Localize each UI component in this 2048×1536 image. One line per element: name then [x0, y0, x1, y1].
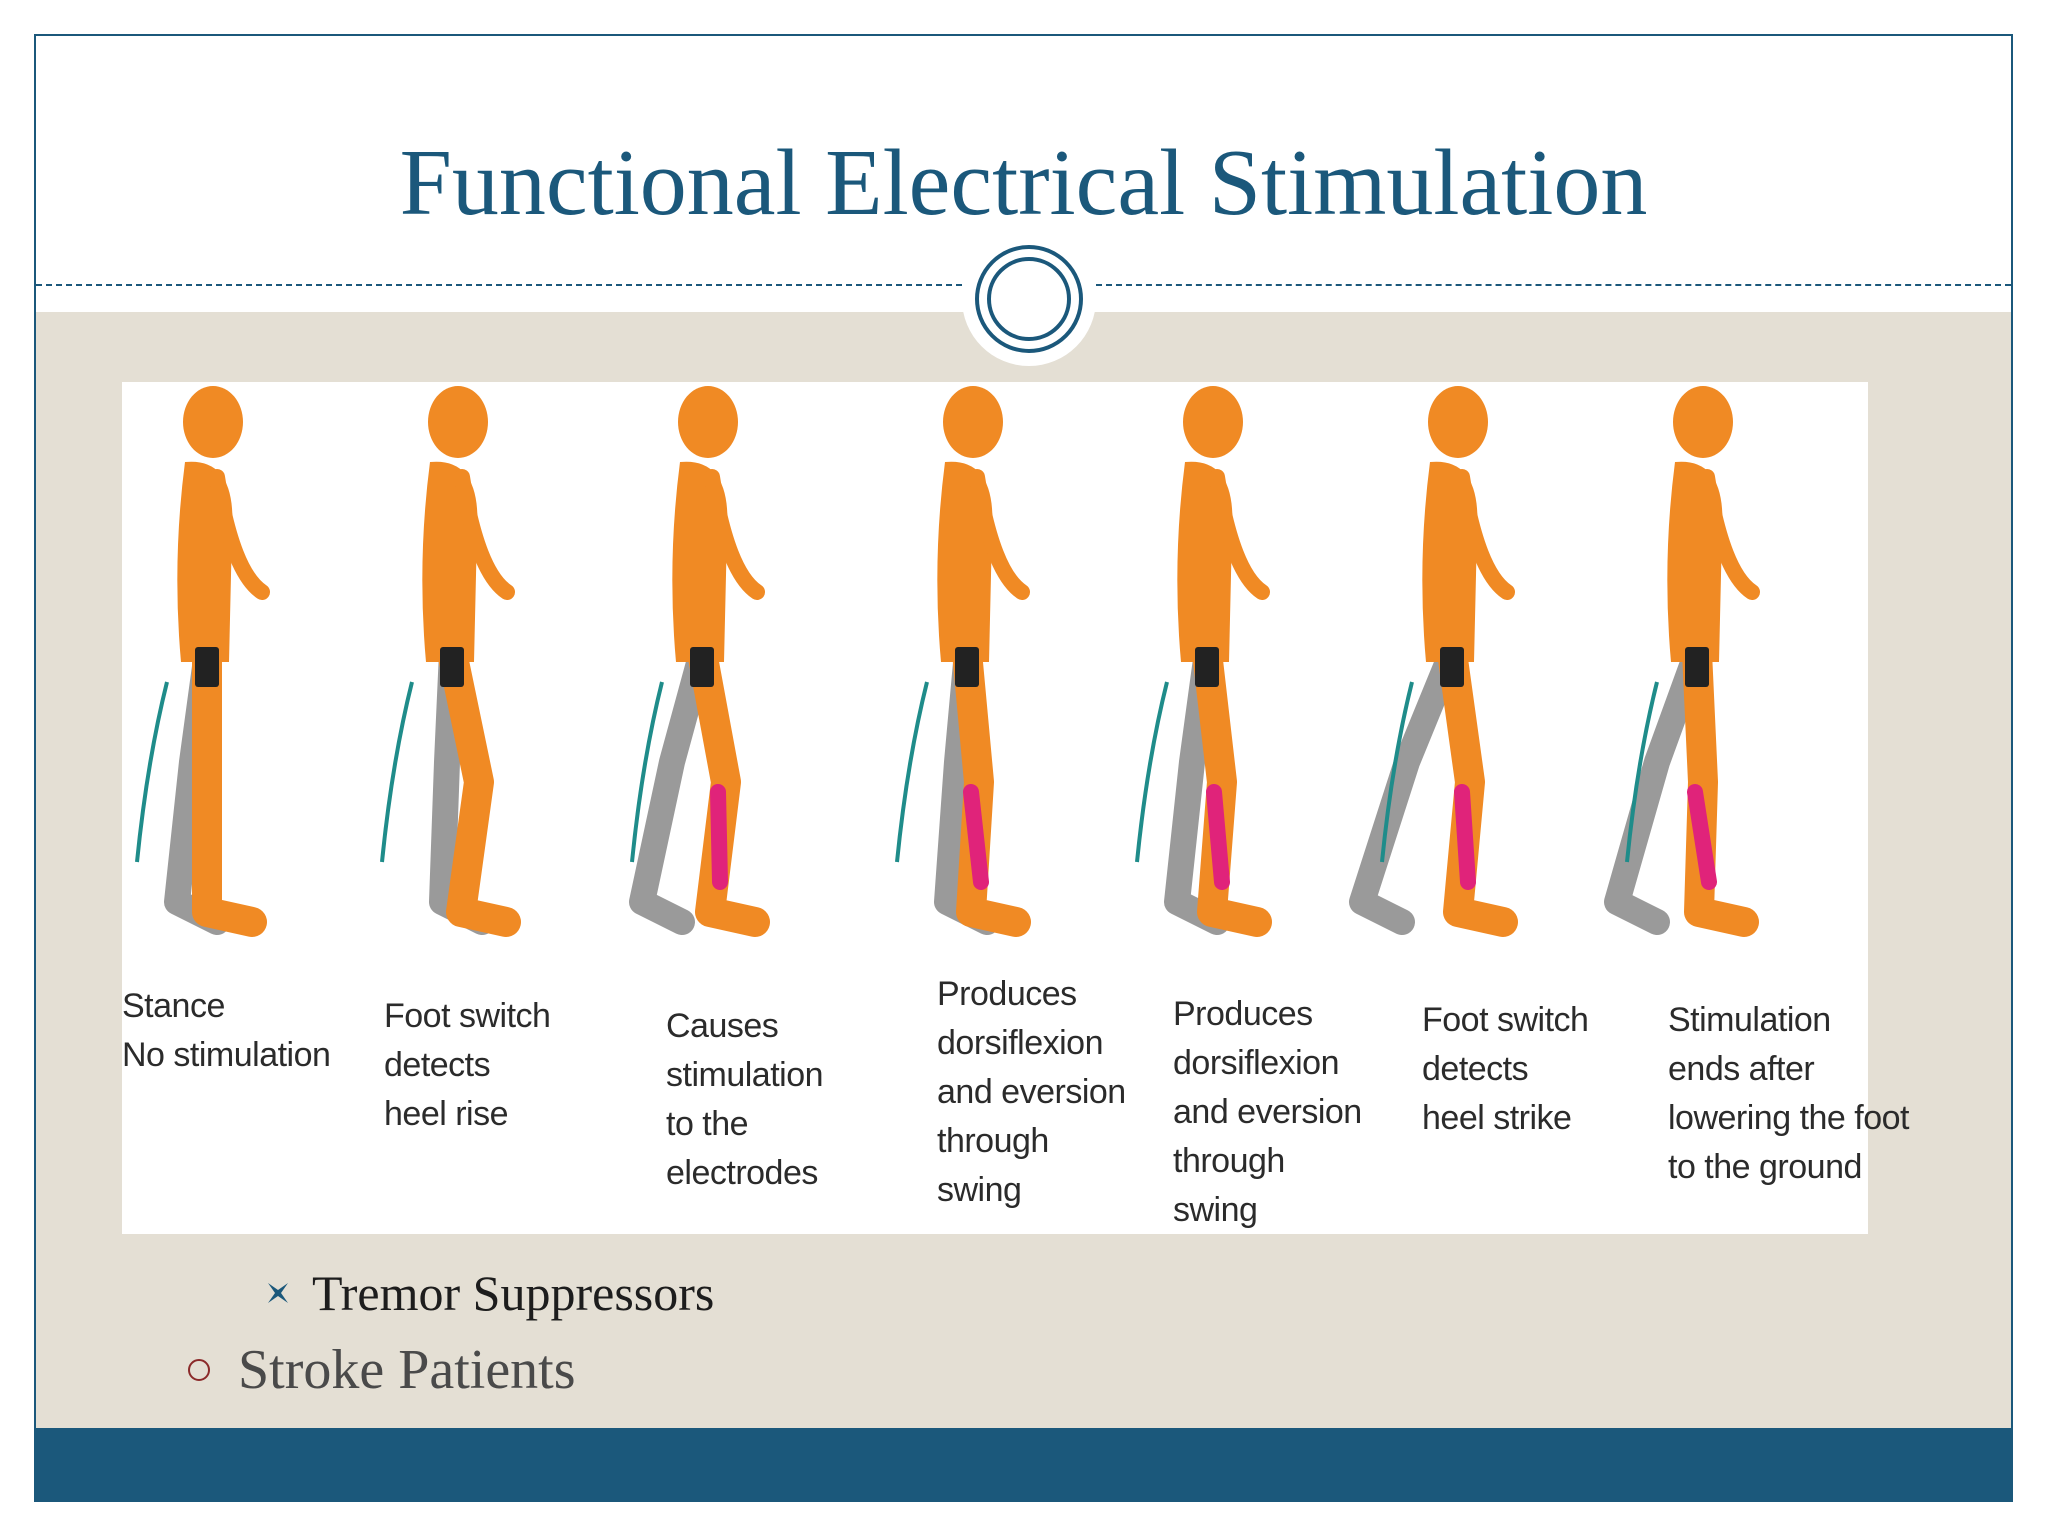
- bullet-tremor-suppressors: Tremor Suppressors: [266, 1264, 714, 1322]
- signal-arrow-3: [630, 681, 664, 863]
- stimulated-muscle-5: [1206, 784, 1230, 890]
- leg-3: [687, 637, 770, 937]
- ornament-inner-ring: [987, 257, 1071, 341]
- stimulator-device-7: [1685, 647, 1709, 687]
- arm-5: [1209, 469, 1270, 600]
- arm-4: [969, 469, 1030, 600]
- bullet-text: Tremor Suppressors: [312, 1265, 715, 1321]
- arm-1: [209, 469, 270, 600]
- stimulator-device-6: [1440, 647, 1464, 687]
- head-1: [183, 386, 243, 458]
- stimulated-muscle-4: [963, 784, 989, 890]
- stimulator-device-4: [955, 647, 979, 687]
- stimulator-device-2: [440, 647, 464, 687]
- head-4: [943, 386, 1003, 458]
- arm-7: [1699, 469, 1760, 600]
- title-divider-left: [36, 284, 962, 286]
- signal-arrow-4: [895, 681, 929, 863]
- head-3: [678, 386, 738, 458]
- stimulator-device-5: [1195, 647, 1219, 687]
- gait-figures: [135, 386, 1760, 937]
- signal-arrow-1: [135, 681, 169, 863]
- leg-2: [437, 637, 521, 937]
- slide: Functional Electrical Stimulation Stance…: [34, 34, 2013, 1502]
- slide-title: Functional Electrical Stimulation: [399, 131, 1648, 235]
- other-leg-6: [1349, 639, 1465, 935]
- head-6: [1428, 386, 1488, 458]
- signal-arrow-6: [1380, 681, 1414, 863]
- stimulator-device-1: [195, 647, 219, 687]
- star-bullet-icon: [268, 1283, 288, 1303]
- leg-1: [192, 637, 267, 937]
- signal-arrow-5: [1135, 681, 1169, 863]
- arm-2: [454, 469, 515, 600]
- stimulated-muscle-7: [1687, 784, 1717, 890]
- signal-arrow-7: [1625, 681, 1659, 863]
- head-7: [1673, 386, 1733, 458]
- bullet-text: Stroke Patients: [238, 1339, 576, 1401]
- stimulator-device-3: [690, 647, 714, 687]
- arm-6: [1454, 469, 1515, 600]
- ring-bullet-icon: [188, 1359, 210, 1381]
- stimulated-muscle-6: [1454, 784, 1476, 890]
- other-leg-3: [629, 639, 715, 935]
- head-2: [428, 386, 488, 458]
- bullet-stroke-patients: Stroke Patients: [188, 1338, 576, 1402]
- other-leg-7: [1604, 639, 1710, 935]
- head-5: [1183, 386, 1243, 458]
- title-divider-right: [1096, 284, 2011, 286]
- stimulated-muscle-3: [710, 784, 728, 890]
- signal-arrow-2: [380, 681, 414, 863]
- footer-bar: [36, 1428, 2011, 1500]
- arm-3: [704, 469, 765, 600]
